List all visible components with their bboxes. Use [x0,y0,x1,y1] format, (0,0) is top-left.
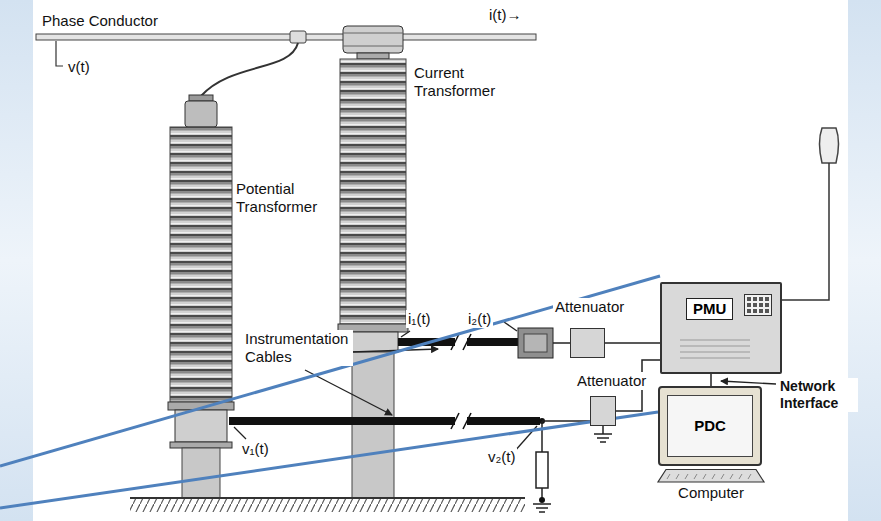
keypad-symbol [744,294,772,316]
component-label: Attenuator [553,298,626,316]
device-name: PMU [686,298,733,320]
annotation-label: Phase Conductor [40,12,160,30]
pdc-computer: PDC Computer [652,386,770,502]
signal-wire [710,374,712,386]
annotation-label: i₂(t) [466,310,493,328]
ground-hatch [130,498,525,512]
gps-antenna [820,128,839,163]
computer-monitor: PDC [658,386,762,466]
attenuator: Attenuator [553,298,626,358]
annotation-label: v₁(t) [240,440,271,458]
voltage-cable [229,417,540,425]
conductor-clamp [290,31,306,43]
server-name: PDC [694,417,726,435]
annotation-label: i₁(t) [406,310,433,328]
annotation-label: v₂(t) [486,448,517,466]
voltage-leader [56,41,63,66]
antenna-cable [775,163,829,300]
attenuator-box [570,328,605,358]
annotation-label: v(t) [66,58,92,76]
burden-resistor [536,452,548,488]
current-transformer [338,26,408,498]
signal-wire [605,342,660,344]
pmu-device: PMU [660,282,782,374]
component-label: Attenuator [575,372,648,390]
pt-drop-wire [201,43,298,96]
potential-transformer [168,95,234,498]
computer-base [652,468,770,484]
callout-line [0,276,660,466]
ground-symbol [533,426,612,512]
current-shunt [518,328,553,358]
computer-screen: PDC [667,395,753,457]
attenuator-box [590,396,616,426]
phase-conductor [36,34,536,40]
front-panel-detail [680,334,760,364]
annotation-label: Network Interface [778,378,858,412]
shunt-wire [553,342,571,344]
attenuator: Attenuator [575,372,648,426]
annotation-label: Instrumentation Cables [243,330,353,366]
computer-caption: Computer [652,484,770,502]
annotation-label: i(t)→ [487,6,524,24]
annotation-label: Current Transformer [412,64,507,100]
callout-line [0,412,658,508]
annotation-label: Potential Transformer [234,180,329,216]
